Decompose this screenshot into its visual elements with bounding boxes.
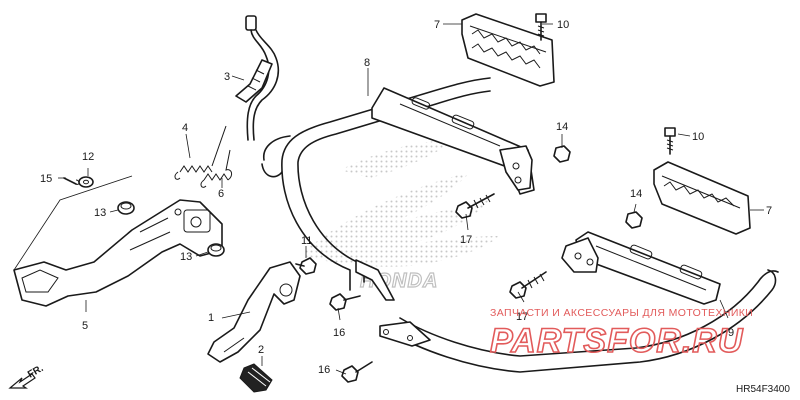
bolt-part-17-lower[interactable] (509, 271, 547, 299)
callout-2: 2 (258, 344, 264, 356)
watermark-logo: PARTSFOR.RU (490, 322, 744, 360)
pedal-rubber-part-2[interactable] (239, 363, 273, 393)
callout-9: 9 (728, 327, 734, 339)
washer-part-12[interactable] (78, 176, 94, 188)
callout-3: 3 (224, 71, 230, 83)
watermark-caption: ЗАПЧАСТИ И АКСЕССУАРЫ ДЛЯ МОТОТЕХНИКИ (490, 307, 753, 319)
callout-8: 8 (364, 57, 370, 69)
callout-16-lower: 16 (318, 364, 330, 376)
return-spring-part-4[interactable] (174, 125, 227, 180)
callout-labels: 8 7 10 14 17 17 16 16 11 1 2 3 4 6 12 15… (40, 19, 772, 376)
nut-part-14-top[interactable] (553, 145, 571, 163)
brake-pedal-arm-part-1[interactable] (207, 261, 301, 363)
callout-14-top: 14 (556, 121, 568, 133)
bolt-part-11[interactable] (295, 257, 317, 275)
callout-4: 4 (182, 122, 188, 134)
callout-13-upper: 13 (94, 207, 106, 219)
callout-15: 15 (40, 173, 52, 185)
callout-13-lower: 13 (180, 251, 192, 263)
step-plate-right-part-7[interactable] (653, 161, 751, 235)
callout-11: 11 (301, 235, 312, 247)
bolt-part-16-lower[interactable] (341, 361, 373, 383)
bolt-part-10-right[interactable] (664, 127, 676, 155)
nut-part-14-right[interactable] (625, 211, 643, 229)
callout-5: 5 (82, 320, 88, 332)
watermark: ЗАПЧАСТИ И АКСЕССУАРЫ ДЛЯ МОТОТЕХНИКИ PA… (489, 307, 753, 361)
callout-16-upper: 16 (333, 327, 345, 339)
front-direction-arrow: FR. (8, 363, 46, 389)
brake-switch-part-3[interactable] (235, 15, 280, 141)
bushing-part-13-upper[interactable] (117, 201, 135, 215)
step-plate-top-part-7[interactable] (461, 13, 555, 87)
cotter-pin-part-15[interactable] (63, 177, 80, 185)
callout-7-right: 7 (766, 205, 772, 217)
callout-6: 6 (218, 188, 224, 200)
bolt-part-17-upper[interactable] (455, 193, 495, 219)
leader-lines (13, 23, 764, 375)
callout-17-upper: 17 (460, 234, 472, 246)
callout-10-right: 10 (692, 131, 704, 143)
callout-10-top: 10 (557, 19, 569, 31)
diagram-code: HR54F3400 (736, 384, 790, 395)
callout-14-right: 14 (630, 188, 642, 200)
front-direction-label: FR. (26, 363, 46, 381)
bolt-part-10-top[interactable] (535, 13, 547, 41)
callout-7-top: 7 (434, 19, 440, 31)
callout-1: 1 (208, 312, 214, 324)
spring-part-6[interactable] (200, 149, 233, 188)
bushing-part-13-lower[interactable] (207, 243, 225, 257)
step-bar-left-part-8[interactable] (261, 77, 535, 301)
callout-12: 12 (82, 151, 94, 163)
step-bar-right-part-9[interactable] (379, 231, 779, 373)
callout-17-lower: 17 (516, 311, 528, 323)
bolt-part-16-upper[interactable] (329, 293, 361, 311)
